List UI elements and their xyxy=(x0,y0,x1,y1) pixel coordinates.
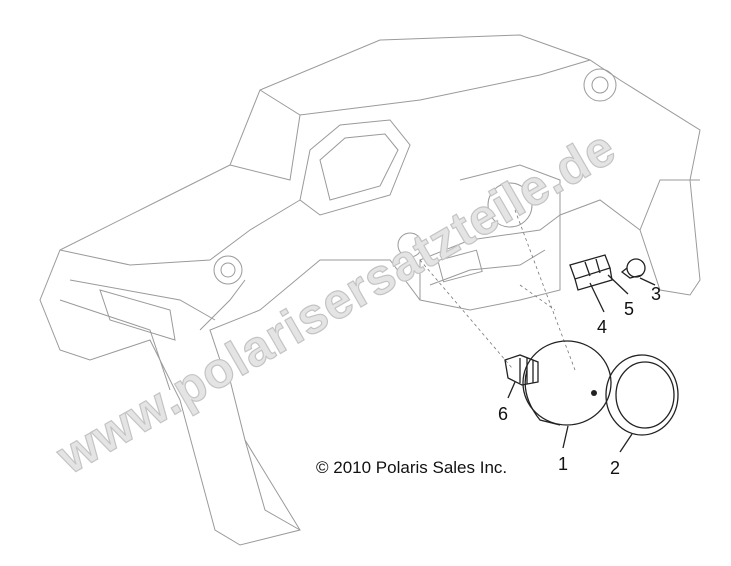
callout-2: 2 xyxy=(610,458,620,478)
copyright-notice: © 2010 Polaris Sales Inc. xyxy=(316,458,507,477)
callout-3: 3 xyxy=(651,284,661,304)
part-switch xyxy=(569,254,613,291)
leader-lines xyxy=(419,209,576,371)
part-gauge-retaining-ring xyxy=(605,354,679,436)
part-gauge xyxy=(522,340,612,426)
callout-5: 5 xyxy=(624,299,634,319)
callout-1: 1 xyxy=(558,454,568,474)
part-power-outlet xyxy=(620,258,646,279)
watermark: www.polarisersatzteile.de xyxy=(47,119,625,485)
callout-leaders xyxy=(507,274,656,453)
dashboard-assembly xyxy=(39,34,701,546)
part-ignition-switch xyxy=(504,354,539,386)
callout-4: 4 xyxy=(597,317,607,337)
callout-6: 6 xyxy=(498,404,508,424)
